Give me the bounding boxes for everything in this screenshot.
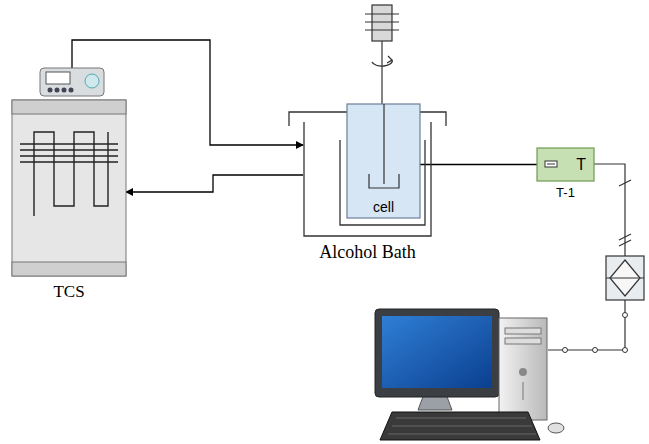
equipment-label: TCS: [53, 282, 84, 302]
cable-node: [563, 313, 628, 353]
sensor-cable: [420, 164, 537, 165]
sensor-symbol: T: [576, 156, 586, 174]
coolant-pipe: [126, 175, 303, 192]
computer: [375, 309, 564, 440]
sensor-label: T-1: [556, 185, 575, 200]
reaction-cell: cell: [347, 104, 420, 218]
vessel-label: cell: [373, 199, 394, 215]
signal-converter: [606, 256, 644, 300]
temperature-control-system: TCS: [12, 66, 126, 276]
node-outline: [12, 66, 126, 276]
stirrer-motor: [365, 5, 399, 106]
alcohol-bath: cellAlcohol Bath: [303, 122, 432, 236]
equipment-label: Alcohol Bath: [319, 242, 416, 263]
rotation-arrow: [372, 56, 392, 66]
temperature-sensor-box: TT-1: [537, 148, 594, 181]
